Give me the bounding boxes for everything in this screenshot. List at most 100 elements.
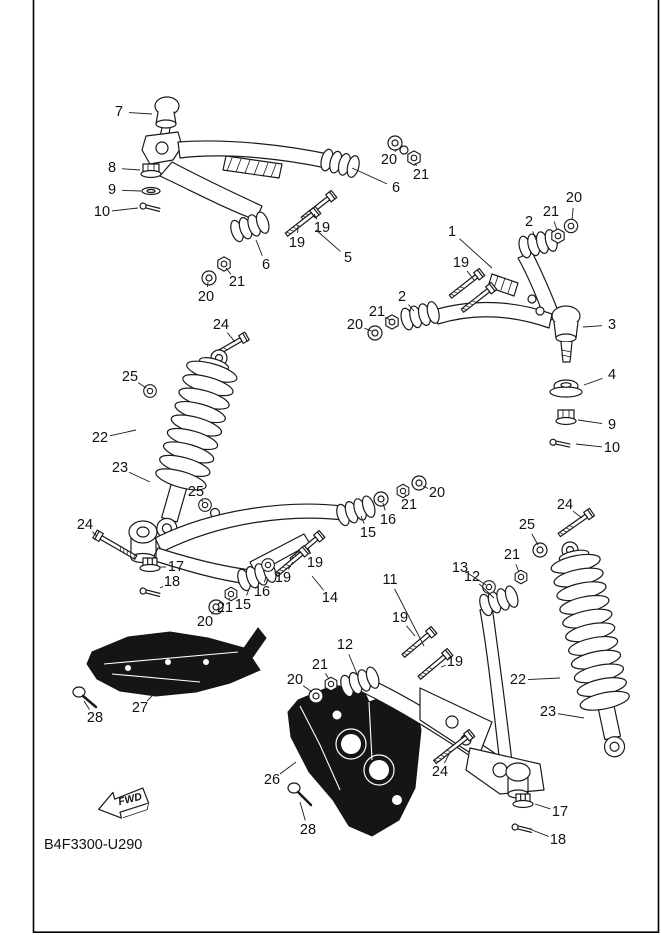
washer-20 <box>367 325 383 341</box>
callout-leader-line <box>225 267 232 275</box>
callout-label: 18 <box>550 832 566 848</box>
callout-leader-line <box>325 673 330 680</box>
callout-label: 17 <box>168 559 184 575</box>
nut-21 <box>514 569 528 585</box>
nut-8 <box>140 163 162 179</box>
callout-leader-line <box>534 803 551 810</box>
callout-label: 21 <box>229 274 245 290</box>
callout-leader-line <box>255 239 263 256</box>
callout-label: 15 <box>360 525 376 541</box>
callout-label: 12 <box>337 637 353 653</box>
nut-21 <box>217 256 231 272</box>
callout-leader-line <box>364 327 373 332</box>
callout-label: 21 <box>504 547 520 563</box>
callout-leader-line <box>422 485 429 489</box>
callout-label: 10 <box>94 204 110 220</box>
diagram-code: B4F3300-U290 <box>44 837 142 853</box>
screw-28 <box>72 686 98 709</box>
lock-washer-21 <box>399 145 409 155</box>
washer-20 <box>201 270 217 286</box>
callout-leader-line <box>382 502 386 511</box>
callout-label: 8 <box>108 160 116 176</box>
washer-16 <box>261 558 275 572</box>
callout-leader-line <box>572 510 583 519</box>
callout-label: 18 <box>164 574 180 590</box>
callout-leader-line <box>408 304 415 312</box>
page-border <box>32 0 660 934</box>
flange-nut-17 <box>139 557 161 573</box>
callout-leader-line <box>478 583 495 599</box>
callout-label: 23 <box>112 460 128 476</box>
bushing-6-upper <box>318 147 362 180</box>
nut-21 <box>324 676 338 692</box>
callout-label: 27 <box>132 700 148 716</box>
callout-leader-line <box>206 281 209 288</box>
dust-seal-4 <box>549 379 583 398</box>
callout-leader-line <box>583 377 603 386</box>
callout-leader-line <box>128 112 153 115</box>
washer-16 <box>373 491 389 507</box>
callout-leader-line <box>404 493 407 496</box>
callout-label: 1 <box>448 224 456 240</box>
callout-leader-line <box>532 231 537 241</box>
callout-label: 21 <box>217 600 233 616</box>
callout-label: 21 <box>543 204 559 220</box>
callout-leader-line <box>577 419 603 424</box>
callout-label: 7 <box>115 104 123 120</box>
callout-label: 5 <box>344 250 352 266</box>
callout-label: 20 <box>429 485 445 501</box>
callout-label: 17 <box>552 804 568 820</box>
callout-leader-line <box>360 515 365 524</box>
callout-leader-line <box>83 700 90 710</box>
callout-leader-line <box>348 654 358 675</box>
callout-label: 28 <box>87 710 103 726</box>
callout-leader-line <box>128 471 151 483</box>
callout-label: 24 <box>213 317 229 333</box>
washer-20 <box>411 475 427 491</box>
washer-25 <box>198 498 212 512</box>
washer-13 <box>482 580 496 594</box>
callout-label: 24 <box>557 497 573 513</box>
callout-label: 26 <box>264 772 280 788</box>
callout-label: 22 <box>510 672 526 688</box>
washer-20 <box>387 135 403 151</box>
ball-joint-3 <box>551 305 581 363</box>
callout-leader-line <box>531 533 539 546</box>
callout-leader-line <box>553 221 558 231</box>
callout-label: 2 <box>398 289 406 305</box>
callout-label: 6 <box>392 180 400 196</box>
callout-leader-line <box>159 586 164 589</box>
callout-label: 25 <box>122 369 138 385</box>
screw-28 <box>287 782 313 807</box>
upper-arm-left <box>141 96 329 221</box>
callout-leader-line <box>227 332 236 343</box>
callout-leader-line <box>531 829 549 837</box>
nut-21 <box>385 314 399 330</box>
callout-leader-line <box>394 588 425 647</box>
callout-label: 21 <box>413 167 429 183</box>
callout-label: 21 <box>312 657 328 673</box>
callout-leader-line <box>394 148 398 153</box>
callout-leader-line <box>468 573 487 586</box>
cotter-pin-18 <box>511 823 533 833</box>
callout-label: 6 <box>262 257 270 273</box>
callout-label: 16 <box>380 512 396 528</box>
callout-label: 9 <box>608 417 616 433</box>
callout-leader-line <box>582 325 603 328</box>
callout-label: 3 <box>608 317 616 333</box>
callout-leader-line <box>557 713 585 719</box>
washer-20 <box>563 218 579 234</box>
callout-leader-line <box>299 801 306 821</box>
callout-leader-line <box>313 213 318 220</box>
callout-leader-line <box>571 207 574 221</box>
fwd-arrow: FWD <box>98 787 150 819</box>
washer-9 <box>141 186 161 196</box>
callout-label: 14 <box>322 590 338 606</box>
callout-leader-line <box>315 229 341 252</box>
nut-21 <box>407 150 421 166</box>
fwd-label: FWD <box>117 791 144 809</box>
bushing-2-front <box>398 299 442 332</box>
cotter-pin-10 <box>139 202 161 212</box>
bushing-6-lower <box>227 209 272 244</box>
